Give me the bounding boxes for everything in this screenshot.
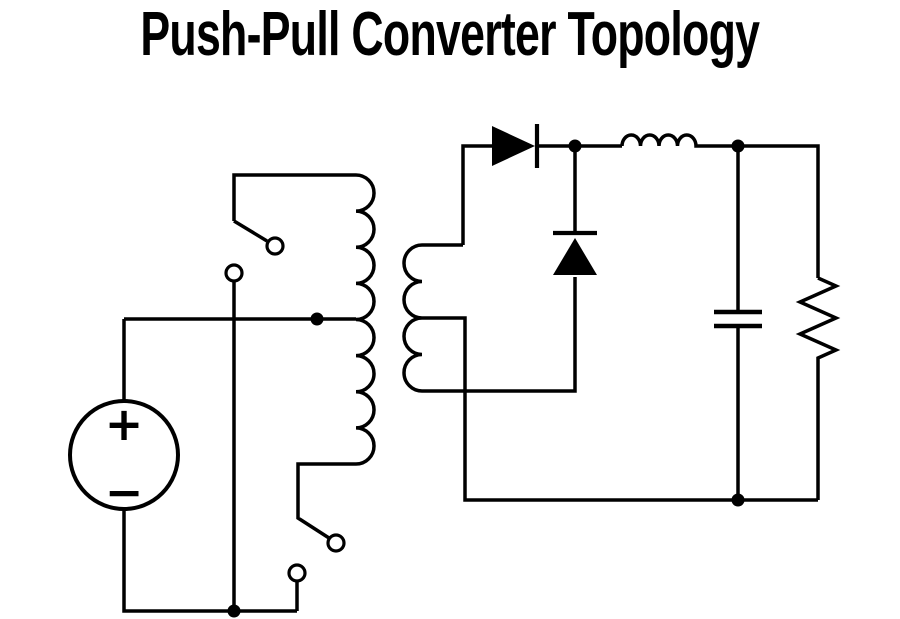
rectifier-diode-triangle <box>492 126 535 166</box>
freewheel-diode <box>553 146 597 275</box>
secondary-coil <box>402 243 577 393</box>
freewheel-diode-triangle <box>553 238 597 275</box>
upper-switch <box>224 219 285 283</box>
source-negative-lead-wire <box>122 509 297 613</box>
secondary-center-tap-return-wire <box>422 316 818 502</box>
upper-switch-blade <box>233 219 268 243</box>
input-rails <box>124 173 356 618</box>
filter-inductor <box>620 133 820 278</box>
top-rail-wire <box>232 173 356 221</box>
lower-switch <box>287 533 346 611</box>
inductor-coil <box>620 133 820 278</box>
page-title-text: Push-Pull Converter Topology <box>140 0 761 69</box>
diode-cathode-junction-dot <box>568 139 582 153</box>
lower-switch-blade-terminal <box>326 533 346 553</box>
page-title: Push-Pull Converter Topology <box>0 0 900 70</box>
load-resistor <box>795 276 841 500</box>
secondary-top-lead-wire <box>461 144 492 245</box>
primary-coil <box>296 173 376 540</box>
center-tap-junction-dot <box>310 312 324 326</box>
dc-voltage-source: + − <box>68 319 297 613</box>
upper-switch-fixed-terminal <box>224 263 244 283</box>
rectifier-diode <box>492 124 622 168</box>
output-bottom-junction-dot <box>731 493 745 507</box>
output-top-junction-dot <box>731 139 745 153</box>
source-plus-label: + <box>105 397 144 451</box>
transformer-primary-winding <box>296 173 376 540</box>
transformer-secondary-winding <box>402 144 818 502</box>
upper-switch-blade-terminal <box>265 236 285 256</box>
output-junctions <box>568 139 745 507</box>
bottom-rail-junction-dot <box>227 604 241 618</box>
lower-switch-fixed-terminal <box>287 563 307 583</box>
filter-capacitor <box>714 146 762 500</box>
resistor-zigzag <box>795 276 841 500</box>
